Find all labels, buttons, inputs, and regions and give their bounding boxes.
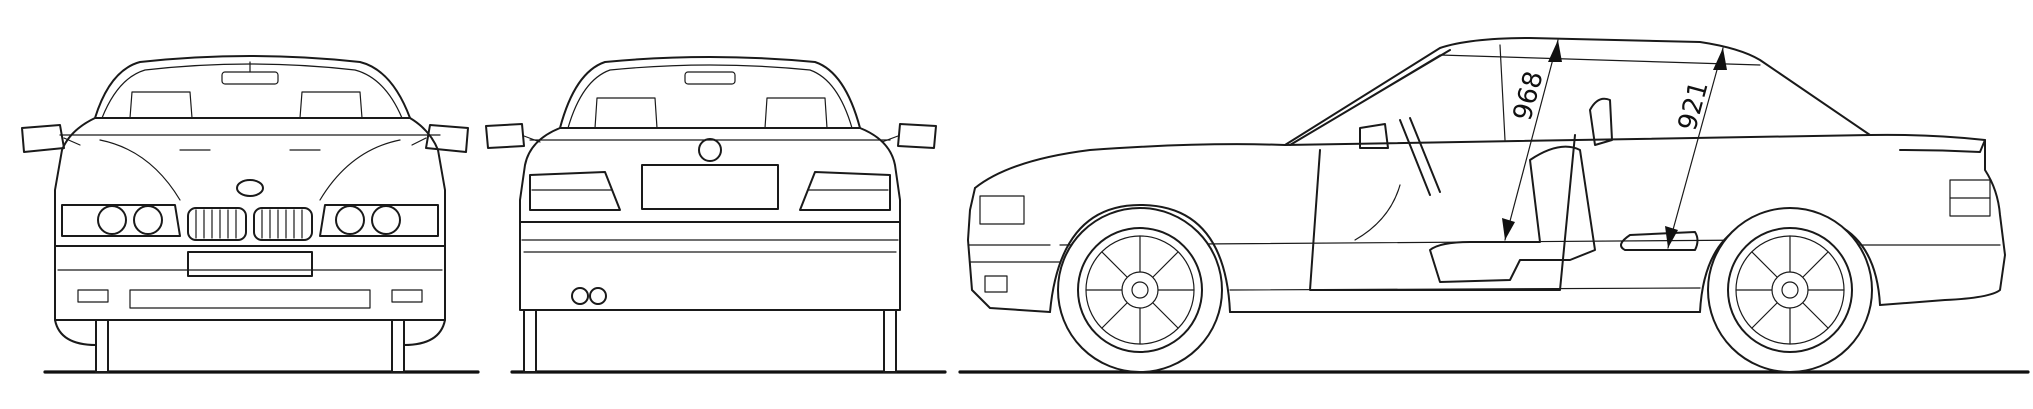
front-headroom-label: 968 <box>1508 68 1550 124</box>
rear-tyre-right <box>883 309 897 373</box>
rear-view <box>485 56 947 374</box>
rear-seat-left <box>594 97 658 129</box>
front-tyre-left <box>95 319 109 373</box>
grille-left <box>187 207 247 241</box>
exhaust-pipe-right <box>589 287 607 305</box>
rear-roof-outline <box>559 56 861 129</box>
door-outline <box>1309 134 1576 291</box>
rear-tyre-left <box>523 309 537 373</box>
exhaust-pipe-left <box>571 287 589 305</box>
rear-headroom-arrow <box>1667 47 1724 249</box>
front-wheel <box>1057 207 1223 373</box>
grille-right <box>253 207 313 241</box>
front-tyre-right <box>391 319 405 373</box>
front-seat-left <box>129 91 193 119</box>
front-roof-outline <box>94 55 411 119</box>
rear-side-mirror-right <box>897 123 937 149</box>
front-fascia <box>967 187 1051 313</box>
side-mirror-right <box>425 124 469 153</box>
rear-body-outline <box>519 127 901 311</box>
steering-wheel <box>1399 119 1431 196</box>
front-logo <box>236 179 264 197</box>
front-wheel-arch <box>1049 204 1231 313</box>
side-body-upper <box>974 133 1986 189</box>
rear-headroom-label: 921 <box>1673 78 1715 134</box>
interior-mirror <box>221 71 279 85</box>
rear-license-plate <box>641 164 779 210</box>
front-seat-right <box>299 91 363 119</box>
rear-logo <box>698 138 722 162</box>
rear-seat-right <box>764 97 828 129</box>
headlight-right <box>319 204 439 237</box>
rear-seat <box>1620 231 1699 251</box>
convertible-soft-top <box>1284 37 1871 146</box>
windshield <box>1289 49 1451 146</box>
side-view-mirror <box>1359 123 1389 149</box>
rear-side-mirror-left <box>485 123 525 149</box>
side-headlight <box>979 195 1025 225</box>
front-view <box>21 55 480 374</box>
rear-wheel <box>1707 207 1873 373</box>
rear-fascia <box>1879 139 2006 306</box>
side-mirror-left <box>21 124 65 153</box>
front-air-intake <box>129 289 371 309</box>
headrest <box>1589 97 1613 146</box>
front-seat <box>1429 145 1596 283</box>
front-license-plate <box>187 251 313 277</box>
taillight-left <box>529 171 621 211</box>
taillight-right <box>799 171 891 211</box>
headlight-left <box>61 204 181 237</box>
rear-interior-mirror <box>684 71 736 85</box>
rear-window-inner <box>567 64 853 129</box>
side-view: 968 921 <box>958 37 2030 374</box>
front-headroom-arrow <box>1504 39 1559 241</box>
